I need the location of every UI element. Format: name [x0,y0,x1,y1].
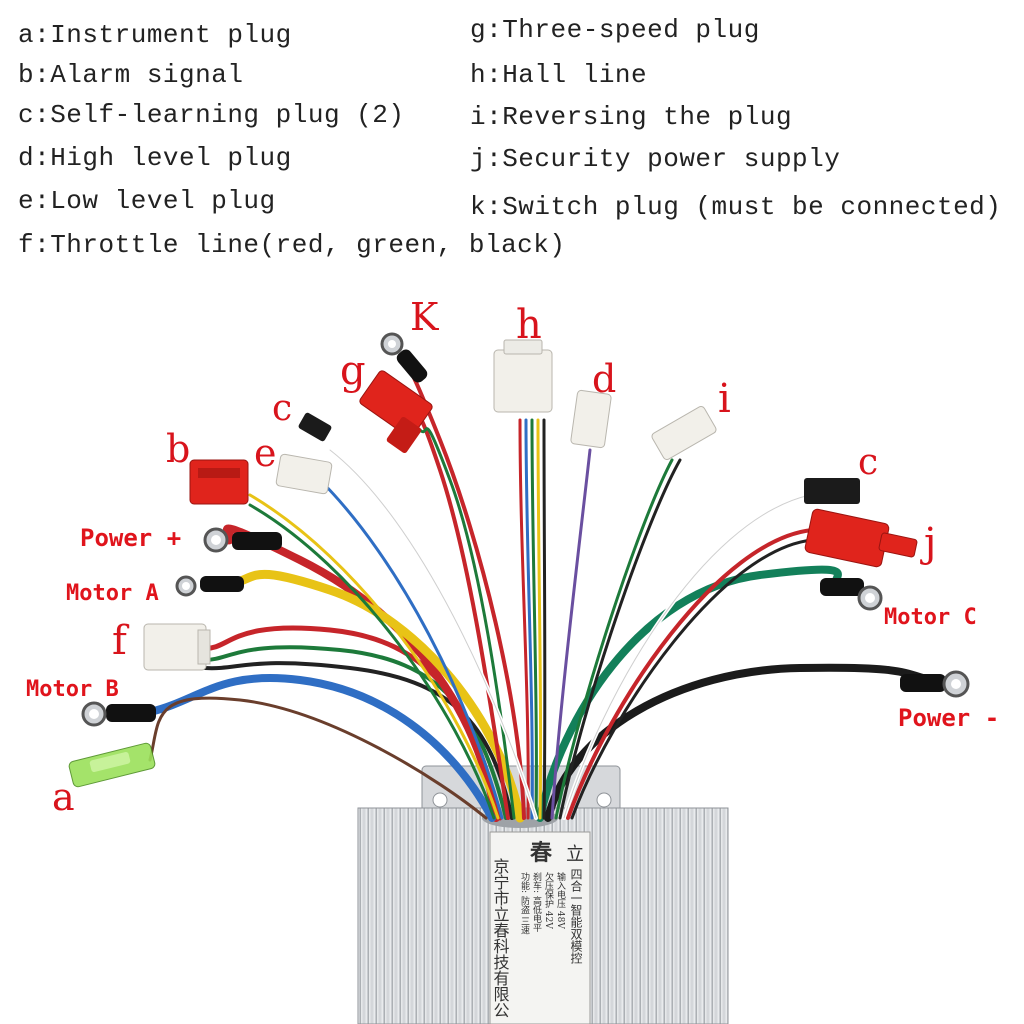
wire-hall-green [530,418,538,820]
sticker-col-4: 刹车: 高低电平 [531,872,542,933]
connector-g [359,370,433,453]
label-motor-c: Motor C [884,605,977,630]
letter-a: a [52,775,75,819]
legend-d: d:High level plug [18,143,292,173]
wire-bundle [146,358,954,823]
terminal-motor-b [81,701,156,727]
wire-self-learning-left-edge [329,449,537,819]
connectors [68,339,918,788]
letter-i: i [718,376,731,422]
legend-j: j:Security power supply [470,144,841,174]
wire-hall-red [518,418,530,820]
sticker-col-2: 输入电压 48V [555,871,566,929]
sticker-brand-top: 立 [566,844,584,865]
letter-d: d [592,357,616,401]
letter-b: b [166,427,190,471]
label-power-plus: Power + [80,524,181,552]
wire-power-plus [221,524,500,822]
terminal-power-minus [900,670,970,698]
wire-instrument [148,696,488,820]
legend-h: h:Hall line [470,60,648,90]
legend-g: g:Three-speed plug [470,15,760,45]
bracket-hole-left [432,792,448,808]
wire-motor-b [146,674,496,822]
letter-k: K [410,295,439,339]
letter-j: j [920,520,936,566]
wire-labels: Power + Motor A Motor B Motor C Power - [26,524,999,732]
connector-c-left [298,412,332,442]
terminal-motor-a [175,575,244,597]
sticker-col-1: 四合一智能双模控 [569,868,583,964]
letter-e: e [254,431,277,475]
letter-g: g [340,348,366,394]
connector-c-right [804,478,860,504]
label-motor-b: Motor B [26,677,119,702]
wire-high-level [550,448,592,820]
sticker-brand-mid: 春 [530,840,552,866]
letter-c-right: c [858,442,878,483]
wire-alarm-green [248,503,496,820]
wire-hall-blue [524,418,534,820]
connector-b [189,459,249,505]
wire-throttle-green [203,645,508,820]
sticker-brand-left: 京宁市立春科技有限公 [491,858,510,1018]
letter-f: f [112,618,130,664]
connector-d [570,389,612,449]
controller-sticker [489,831,591,1024]
wire-hall-yellow [536,418,543,820]
wire-reverse-green [554,458,674,820]
wire-reverse-black [558,458,682,820]
legend-i: i:Reversing the plug [470,102,793,132]
label-motor-a: Motor A [66,581,159,606]
legend-f: f:Throttle line(red, green, black) [18,230,566,260]
connector-a [68,742,156,788]
legend-b: b:Alarm signal [18,60,244,90]
legend-a: a:Instrument plug [18,20,292,50]
bracket-hole-right [596,792,612,808]
letter-c-left: c [272,388,292,429]
wire-alarm-yellow [248,493,500,820]
wire-self-learning-right-edge [563,494,811,819]
legend-c: c:Self-learning plug (2) [18,100,405,130]
wire-low-level [318,478,504,820]
wire-security-black [570,538,814,820]
wire-throttle-black [203,661,514,820]
label-power-minus: Power - [898,704,999,732]
wire-hall-black [542,418,547,820]
terminal-power-plus [203,527,282,553]
legend-e: e:Low level plug [18,186,276,216]
terminal-motor-c [820,578,883,611]
ring-terminals [81,332,970,727]
sticker-col-3: 欠压保护 42V [543,871,554,929]
connector-j [804,508,918,568]
connector-h [493,339,553,413]
wire-security-red [566,528,814,820]
terminal-switch-k [380,332,428,383]
connector-f [143,623,211,671]
sticker-text: 京宁市立春科技有限公 春 立 四合一智能双模控 输入电压 48V 欠压保护 42… [491,840,585,1018]
wire-motor-a [220,569,525,823]
sticker-col-5: 功能: 防盗 三速 [519,872,530,936]
connector-e [275,453,333,495]
letter-h: h [516,302,542,348]
legend-k: k:Switch plug (must be connected) [470,192,1002,222]
letter-labels: a b c c d e f g h i j K [52,295,936,819]
connector-i [651,405,717,461]
